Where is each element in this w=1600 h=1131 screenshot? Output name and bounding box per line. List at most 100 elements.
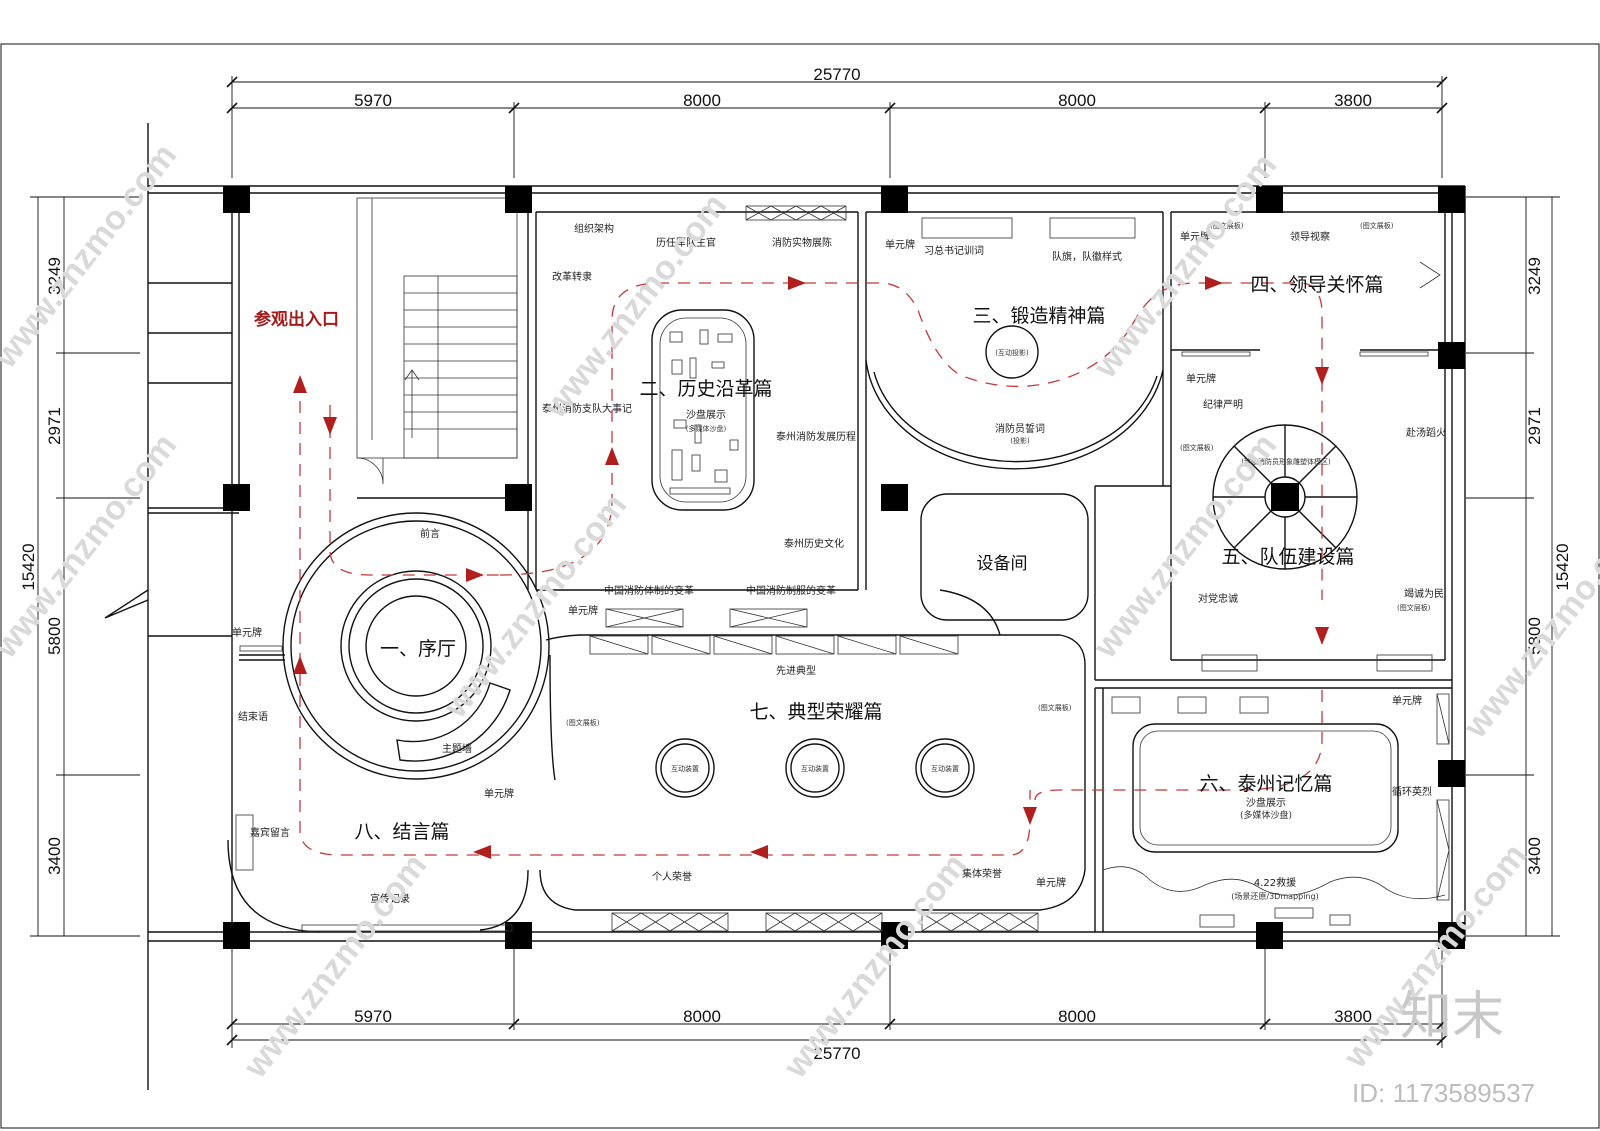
label-history: 泰州消防发展历程	[776, 430, 856, 443]
label-uniform: 中国消防制服的变革	[746, 584, 836, 597]
zone-title-4: 四、领导关怀篇	[1250, 274, 1383, 296]
dimension-ticks	[226, 76, 1448, 1046]
panel-label-1: (图文展板)	[1210, 221, 1244, 230]
label-guest: 嘉宾留言	[250, 826, 290, 839]
label-sand1-sub: (多媒体沙盘)	[686, 424, 727, 433]
label-xi: 习总书记训词	[924, 244, 984, 257]
label-events: 泰州消防支队大事记	[542, 402, 632, 415]
dim-left-1: 3249	[45, 257, 64, 295]
label-rescue-sub: (场景还原/3Dmapping)	[1231, 891, 1318, 901]
label-flag: 队旗，队徽样式	[1052, 250, 1122, 263]
label-reform: 改革转隶	[552, 270, 592, 283]
route-arrows	[293, 276, 1329, 859]
label-oath: 消防员誓词	[995, 422, 1045, 435]
label-fire: 赴汤蹈火	[1406, 426, 1446, 439]
dim-left-4: 3400	[45, 837, 64, 875]
unit-sign-1: 单元牌	[885, 238, 915, 251]
label-care: 领导视察	[1290, 230, 1330, 243]
arrow-marker	[1419, 261, 1441, 289]
unit-sign-4: 单元牌	[568, 604, 598, 617]
center-column	[1271, 483, 1299, 511]
dim-bottom-4: 3800	[1334, 1007, 1372, 1026]
label-interactive-2: 互动装置	[801, 764, 829, 773]
outer-walls	[104, 123, 1466, 1090]
sheet-frame	[0, 43, 1600, 1129]
label-discipline: 纪律严明	[1203, 398, 1243, 411]
dim-right-4: 3400	[1525, 837, 1544, 875]
dim-bottom-3: 8000	[1058, 1007, 1096, 1026]
team-sculpture	[1212, 424, 1358, 570]
label-end-wall: 结束语	[238, 710, 268, 723]
partitions	[239, 211, 1452, 932]
zone-title-5: 五、队伍建设篇	[1221, 546, 1354, 568]
dim-bottom-1: 5970	[354, 1007, 392, 1026]
structural-columns	[223, 186, 1465, 949]
zone-title-2: 二、历史沿革篇	[639, 378, 772, 400]
unit-sign-7: 单元牌	[1036, 876, 1066, 889]
display-cases	[235, 205, 1450, 932]
image-id: ID: 1173589537	[1352, 1078, 1535, 1108]
panel-label-5: (图文展板)	[1038, 703, 1072, 712]
label-personal: 个人荣誉	[652, 870, 692, 883]
label-relics: 消防实物展陈	[772, 236, 832, 249]
label-interactive-1: 互动装置	[671, 764, 699, 773]
equipment-room	[920, 493, 1089, 621]
dim-top-1: 5970	[354, 91, 392, 110]
interactive-devices	[655, 738, 975, 798]
panel-label-2: (图文展板)	[1360, 221, 1394, 230]
label-oath-sub: (投影)	[1010, 436, 1030, 445]
tour-route	[299, 282, 1323, 856]
projection-circle	[985, 325, 1039, 379]
watermark-1: www.znzmo.com	[0, 137, 184, 376]
unit-sign-3: 单元牌	[1186, 372, 1216, 385]
dimension-lines	[30, 76, 1560, 1048]
dim-bottom-2: 8000	[683, 1007, 721, 1026]
watermark-8: www.znzmo.com	[236, 847, 434, 1086]
zone-title-3: 三、锻造精神篇	[972, 305, 1105, 327]
label-leaders: 历任军队主官	[656, 236, 716, 249]
dim-top-2: 8000	[683, 91, 721, 110]
panel-label-6: (图文层板)	[1397, 603, 1431, 612]
entry-label: 参观出入口	[254, 309, 339, 330]
unit-sign-8: 单元牌	[1392, 694, 1422, 707]
zone-title-7: 七、典型荣耀篇	[749, 701, 882, 723]
label-center: (致敬消防员形象雕塑体模区)	[1241, 457, 1331, 466]
label-sand2-sub: (多媒体沙盘)	[1240, 809, 1292, 821]
label-collective: 集体荣誉	[962, 867, 1002, 880]
rescue-scene-stage	[1102, 866, 1446, 900]
zone-title-1: 一、序厅	[380, 638, 456, 660]
dim-top-3: 8000	[1058, 91, 1096, 110]
zone-title-8: 八、结言篇	[354, 821, 449, 843]
brand-logo: 知末	[1400, 987, 1504, 1047]
label-people: 竭诚为民	[1404, 588, 1444, 600]
unit-sign-5: 单元牌	[232, 626, 262, 639]
sand-table-1	[651, 309, 755, 511]
dim-left-total: 15420	[19, 543, 38, 590]
dim-right-2: 2971	[1525, 407, 1544, 445]
label-touying: (互动投影)	[995, 348, 1029, 357]
sequence-hall	[282, 512, 550, 780]
dim-top-4: 3800	[1334, 91, 1372, 110]
label-system: 中国消防体制的变革	[604, 584, 694, 597]
unit-sign-6: 单元牌	[484, 787, 514, 800]
panel-label-3: (图文展板)	[1180, 443, 1214, 452]
label-advanced: 先进典型	[776, 664, 816, 677]
label-publicity: 宣传记录	[370, 892, 410, 905]
sand-table-2	[1132, 723, 1399, 853]
curved-walls	[227, 359, 1164, 933]
label-org: 组织架构	[574, 222, 614, 235]
equipment-room-label: 设备间	[977, 554, 1028, 574]
dim-right-total: 15420	[1553, 543, 1572, 590]
label-loyal: 对党忠诚	[1198, 592, 1238, 605]
dim-bottom-total: 25770	[813, 1044, 860, 1063]
dim-right-3: 5800	[1525, 617, 1544, 655]
label-preface: 前言	[420, 527, 440, 540]
label-hero: 循环英烈	[1392, 785, 1432, 798]
dim-right-1: 3249	[1525, 257, 1544, 295]
label-interactive-3: 互动装置	[931, 764, 959, 773]
label-sand1: 沙盘展示	[686, 408, 726, 421]
dim-left-2: 2971	[45, 407, 64, 445]
dim-top-total: 25770	[813, 65, 860, 84]
label-theme-wall: 主题墙	[442, 742, 472, 755]
label-culture: 泰州历史文化	[784, 537, 844, 550]
